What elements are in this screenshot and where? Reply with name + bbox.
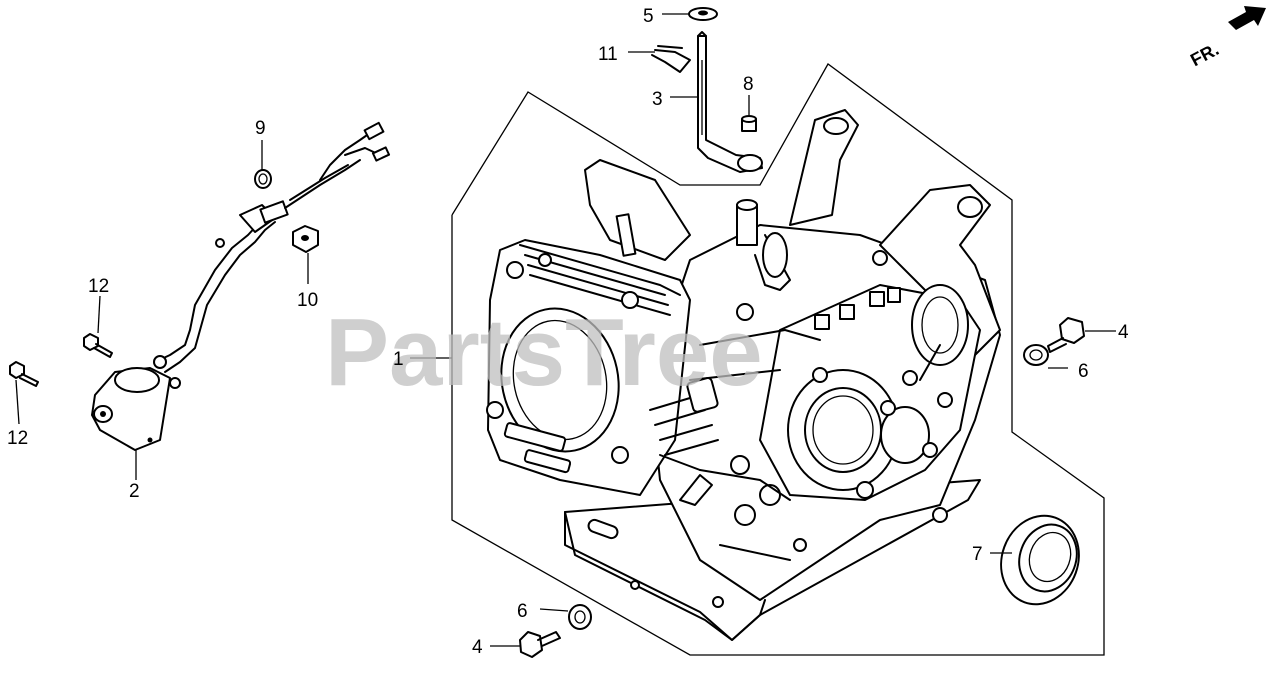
callout-7[interactable]: 7 [972, 544, 983, 565]
washer-5-part[interactable] [688, 7, 718, 21]
callout-6[interactable]: 6 [1078, 361, 1089, 382]
callout-12[interactable]: 12 [7, 428, 28, 449]
cylinder-block-part[interactable] [486, 109, 1001, 641]
ignition-coil-part[interactable] [91, 121, 391, 451]
leader-lines [15, 13, 1116, 647]
front-arrow-icon [1228, 6, 1266, 30]
callout-11[interactable]: 11 [598, 44, 618, 65]
callout-6[interactable]: 6 [517, 601, 528, 622]
callout-8[interactable]: 8 [743, 74, 754, 95]
washer-6-bottom-part[interactable] [568, 604, 592, 630]
callouts: 1 2 3 4 4 5 6 6 7 8 9 10 11 12 12 [7, 6, 1129, 658]
clip-part[interactable] [651, 45, 691, 73]
front-label: FR. [1187, 39, 1222, 70]
callout-1[interactable]: 1 [393, 349, 404, 370]
callout-9[interactable]: 9 [255, 118, 266, 139]
bolt-4-bottom-part[interactable] [519, 631, 561, 658]
callout-4[interactable]: 4 [1118, 322, 1129, 343]
assembly-boundary [451, 63, 1105, 656]
nut-10-part[interactable] [292, 225, 319, 253]
callout-10[interactable]: 10 [297, 290, 318, 311]
callout-5[interactable]: 5 [643, 6, 654, 27]
washer-6-right-part[interactable] [1023, 344, 1049, 366]
callout-4[interactable]: 4 [472, 637, 483, 658]
bolt-12-lower-part[interactable] [9, 361, 39, 387]
callout-3[interactable]: 3 [652, 89, 663, 110]
callout-2[interactable]: 2 [129, 481, 140, 502]
rod-part[interactable] [697, 31, 763, 173]
washer-9-part[interactable] [254, 169, 272, 189]
front-direction-indicator: FR. [1187, 6, 1266, 70]
watermark: PartsTree [325, 299, 763, 406]
bolt-12-upper-part[interactable] [83, 333, 113, 358]
bolt-4-right-part[interactable] [1047, 317, 1085, 353]
cap-8-part[interactable] [741, 115, 757, 132]
oil-seal-part[interactable] [989, 505, 1091, 616]
callout-12[interactable]: 12 [88, 276, 109, 297]
